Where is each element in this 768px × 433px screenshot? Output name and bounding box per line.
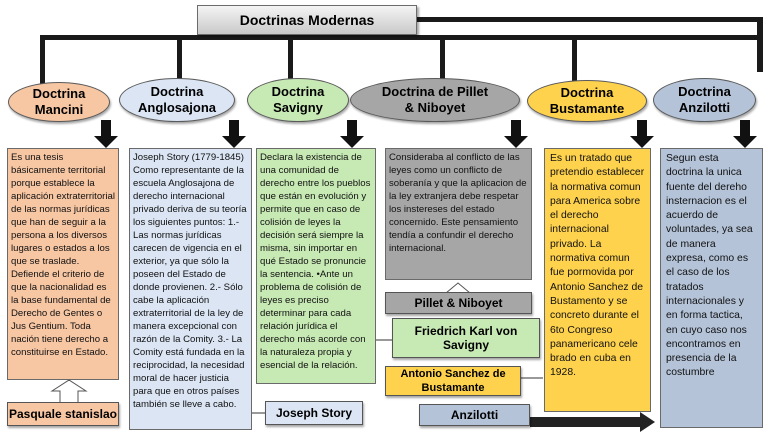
card-mancini: Es una tesis básicamente territorial por… [7,148,119,380]
oval-anglosajona: Doctrina Anglosajona [119,78,235,122]
card-savigny: Declara la existencia de una comunidad d… [256,148,376,384]
page-title: Doctrinas Modernas [197,5,417,35]
oval-anzilotti: Doctrina Anzilotti [653,78,756,122]
author-mancini: Pasquale stanislao [7,402,119,426]
author-savigny: Friedrich Karl von Savigny [392,318,540,358]
author-story: Joseph Story [265,401,363,425]
card-anzilotti: Segun esta doctrina la unica fuente del … [660,148,763,428]
card-pillet-niboyet: Consideraba al conflicto de las leyes co… [385,148,532,280]
card-bustamante: Es un tratado que pretendio establecer l… [544,148,651,412]
author-pillet-niboyet: Pillet & Niboyet [385,292,532,314]
oval-mancini: Doctrina Mancini [8,82,110,122]
card-anglosajona: Joseph Story (1779-1845) Como representa… [129,148,252,430]
author-anzilotti: Anzilotti [419,404,530,426]
oval-bustamante: Doctrina Bustamante [527,80,647,122]
oval-savigny: Doctrina Savigny [247,78,349,122]
oval-pillet-niboyet: Doctrina de Pillet & Niboyet [350,78,520,122]
author-bustamante: Antonio Sanchez de Bustamante [385,366,521,396]
